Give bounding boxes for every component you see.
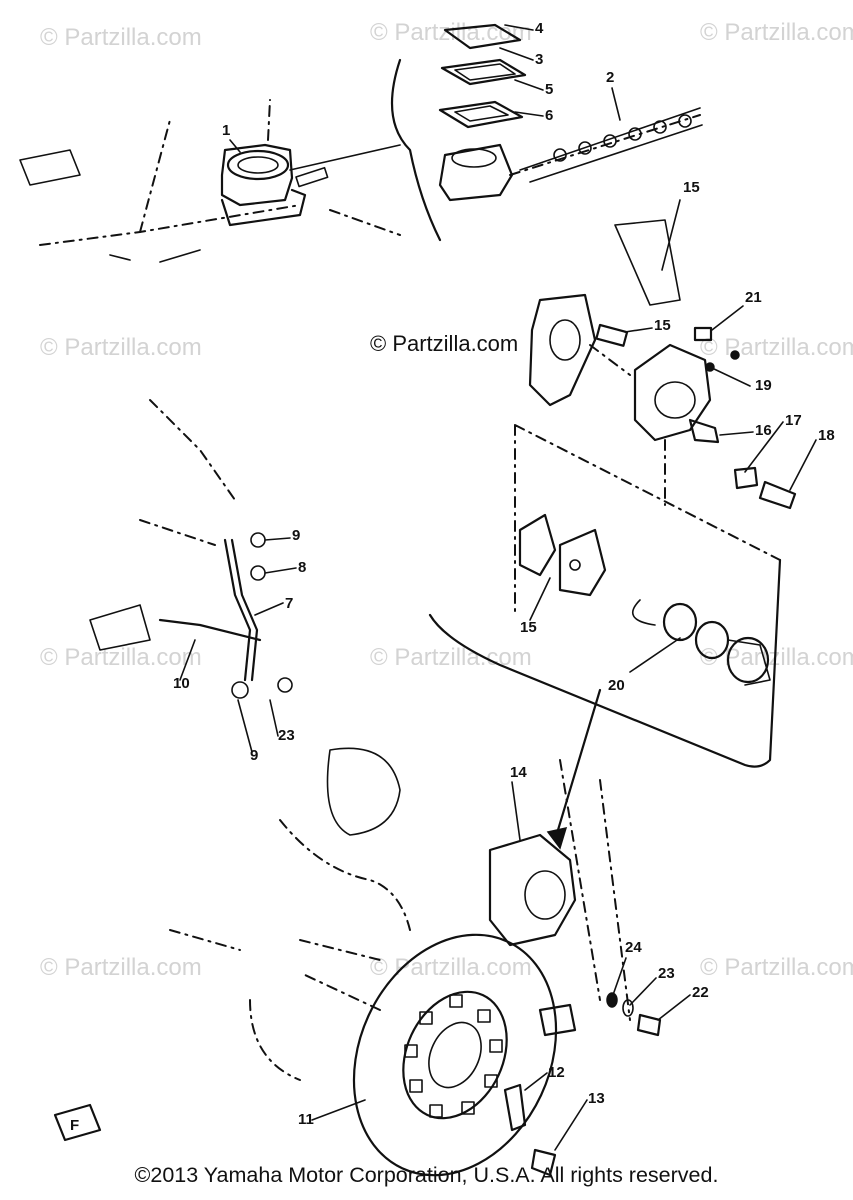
- callout-leader-line: [529, 577, 551, 621]
- callout-leader-line: [514, 111, 544, 117]
- callout-leader-line: [511, 781, 521, 841]
- disc-holes: [404, 994, 503, 1118]
- fork-and-hub: [169, 747, 631, 1081]
- callout-leader-line: [711, 305, 744, 331]
- part-callout-10: 10: [173, 675, 190, 692]
- pads-and-seals: [518, 513, 771, 686]
- watermark-text: © Partzilla.com: [40, 954, 202, 981]
- part-callout-7: 7: [285, 595, 293, 612]
- part-callout-22: 22: [692, 984, 709, 1001]
- callout-leader-line: [629, 977, 657, 1006]
- reservoir-stack: [438, 23, 703, 202]
- callout-leader-line: [744, 421, 784, 473]
- watermark-text: © Partzilla.com: [700, 19, 853, 46]
- exploded-box-lines: [514, 424, 781, 616]
- assembly-bracket: [390, 58, 442, 242]
- assembly-bracket-lower: [428, 558, 782, 768]
- callout-leader-line: [311, 1099, 366, 1121]
- part-callout-15: 15: [683, 179, 700, 196]
- master-cylinder-assembly: [19, 99, 401, 263]
- watermark-text: © Partzilla.com: [370, 954, 532, 981]
- callout-leader-line: [514, 79, 544, 91]
- part-callout-20: 20: [608, 677, 625, 694]
- center-watermark: © Partzilla.com: [370, 331, 518, 356]
- lower-hardware: [503, 992, 662, 1177]
- caliper-upper: [528, 219, 797, 510]
- part-callout-24: 24: [625, 939, 642, 956]
- part-callout-2: 2: [606, 69, 614, 86]
- part-callout-17: 17: [785, 412, 802, 429]
- front-marker: F: [53, 1103, 102, 1142]
- part-callout-13: 13: [588, 1090, 605, 1107]
- callout-leader-line: [229, 139, 241, 153]
- callout-leader-line: [524, 1072, 548, 1091]
- watermark-text: © Partzilla.com: [40, 644, 202, 671]
- brake-disc: [304, 933, 558, 1177]
- part-callout-18: 18: [818, 427, 835, 444]
- watermark-text: © Partzilla.com: [40, 334, 202, 361]
- copyright-notice: ©2013 Yamaha Motor Corporation, U.S.A. A…: [134, 1163, 719, 1187]
- callout-layer: 1234567899101112131415151516171819202122…: [173, 20, 835, 1151]
- part-callout-3: 3: [535, 51, 543, 68]
- part-callout-15: 15: [520, 619, 537, 636]
- part-callout-1: 1: [222, 122, 230, 139]
- part-callout-11: 11: [298, 1111, 314, 1128]
- part-callout-8: 8: [298, 559, 306, 576]
- caliper-lower: [488, 688, 602, 1037]
- callout-leader-line: [179, 639, 196, 681]
- callout-leader-line: [554, 1099, 588, 1151]
- callout-leader-line: [711, 367, 751, 387]
- watermark-text: © Partzilla.com: [700, 954, 853, 981]
- part-callout-14: 14: [510, 764, 527, 781]
- callout-leader-line: [661, 199, 681, 271]
- part-callout-5: 5: [545, 81, 553, 98]
- callout-leader-line: [657, 994, 691, 1021]
- brake-hose: [89, 399, 293, 699]
- part-callout-9: 9: [250, 747, 258, 764]
- callout-leader-line: [789, 439, 817, 491]
- callout-leader-line: [612, 957, 627, 996]
- part-callout-4: 4: [535, 20, 544, 37]
- part-callout-12: 12: [548, 1064, 565, 1081]
- callout-leader-line: [254, 602, 284, 616]
- part-callout-19: 19: [755, 377, 772, 394]
- part-callout-23: 23: [278, 727, 295, 744]
- front-marker-label: F: [70, 1117, 79, 1134]
- callout-leader-line: [611, 87, 621, 121]
- callout-leader-line: [269, 699, 279, 737]
- callout-leader-line: [264, 537, 291, 541]
- callout-leader-line: [499, 47, 534, 61]
- piston-kit-parts: [553, 114, 692, 162]
- part-callout-15: 15: [654, 317, 671, 334]
- callout-leader-line: [264, 567, 297, 574]
- callout-leader-line: [629, 637, 681, 673]
- part-callout-23: 23: [658, 965, 675, 982]
- watermark-text: © Partzilla.com: [40, 24, 202, 51]
- part-callout-6: 6: [545, 107, 553, 124]
- callout-leader-line: [719, 431, 754, 436]
- watermark-layer: © Partzilla.com © Partzilla.com © Partzill…: [40, 19, 853, 981]
- part-callout-9: 9: [292, 527, 300, 544]
- part-callout-16: 16: [755, 422, 772, 439]
- callout-leader-line: [624, 327, 653, 333]
- watermark-text: © Partzilla.com: [700, 334, 853, 361]
- part-callout-21: 21: [745, 289, 762, 306]
- callout-leader-line: [504, 24, 534, 31]
- callout-leader-line: [237, 699, 253, 753]
